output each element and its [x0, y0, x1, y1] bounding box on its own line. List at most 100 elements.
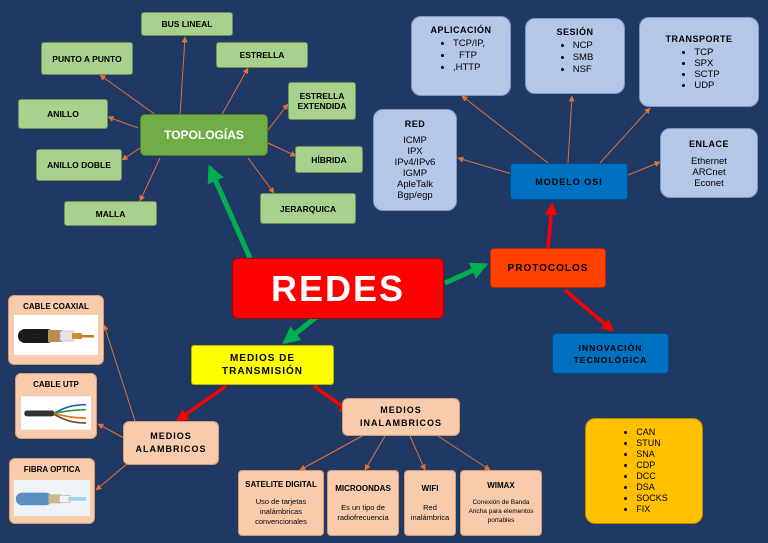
topologia-jerarquica: JERARQUICA — [260, 193, 356, 224]
list-item: FIX — [636, 504, 668, 515]
arrow-to-alambricos — [176, 384, 228, 422]
topologia-bus-lineal: BUS LINEAL — [141, 12, 233, 36]
osi-sesion: SESIÓN NCP SMB NSF — [525, 18, 625, 94]
list-item: IPX — [407, 146, 423, 157]
list-item: IPv4/IPv6 — [394, 157, 436, 168]
list-item: FTP — [453, 50, 485, 62]
link-cable-coaxial — [102, 324, 137, 425]
innovacion-list-box: CAN STUN SNA CDP DCC DSA SOCKS FIX — [585, 418, 703, 524]
list-item: ARCnet — [692, 167, 726, 178]
arrow-to-topologias — [207, 164, 253, 260]
topologia-label: ANILLO — [47, 109, 79, 119]
list-item: ICMP — [403, 135, 427, 146]
link-wifi — [409, 435, 426, 471]
list-item: Ethernet — [691, 156, 727, 167]
alambricos-title: MEDIOS ALAMBRICOS — [135, 431, 207, 454]
list-item: SOCKS — [636, 493, 668, 504]
list-item: NSF — [573, 64, 594, 76]
osi-aplicacion-title: APLICACIÓN — [430, 25, 492, 35]
link-anillo — [107, 116, 139, 129]
link-satelite — [299, 435, 363, 471]
topologia-label: BUS LINEAL — [161, 19, 213, 29]
satelite-digital-label: SATELITE DIGITAL — [245, 479, 317, 489]
link-sesion — [567, 95, 575, 164]
fibra-optica-label: FIBRA OPTICA — [23, 465, 81, 474]
cable-utp-label: CABLE UTP — [33, 380, 79, 389]
list-item: Bgp/egp — [397, 190, 433, 201]
wifi-label: WIFI — [421, 483, 439, 493]
innovacion-title: INNOVACIÓN TECNOLÓGICA — [573, 342, 648, 365]
modelo-osi-node: MODELO OSI — [510, 163, 628, 200]
osi-transporte: TRANSPORTE TCP SPX SCTP UDP — [639, 17, 759, 107]
topologia-label: MALLA — [95, 208, 126, 219]
osi-aplicacion: APLICACIÓN TCP/IP, FTP ,HTTP — [411, 16, 511, 96]
link-red — [457, 156, 513, 175]
wimax-box: WIMAX Conexión de Banda Ancha para eleme… — [460, 470, 542, 536]
modelo-osi-title: MODELO OSI — [535, 176, 603, 187]
medios-title: MEDIOS DE TRANSMISIÓN — [222, 353, 303, 377]
link-estrella — [219, 67, 249, 119]
osi-red-list: ICMP IPX IPv4/IPv6 IGMP ApleTalk Bgp/egp — [395, 135, 436, 201]
osi-transporte-title: TRANSPORTE — [665, 34, 733, 44]
osi-aplicacion-list: TCP/IP, FTP ,HTTP — [437, 38, 485, 74]
wifi-box: WIFI Red inalámbrica — [404, 470, 456, 536]
topologia-label: ANILLO DOBLE — [47, 160, 111, 170]
arrow-to-protocolos — [443, 262, 489, 286]
link-cable-utp — [97, 423, 125, 439]
link-enlace — [627, 161, 661, 176]
list-item: CDP — [636, 460, 668, 471]
topologia-estrella-extendida: ESTRELLA EXTENDIDA — [288, 82, 356, 120]
topologia-label: PUNTO A PUNTO — [52, 53, 122, 64]
osi-red: RED ICMP IPX IPv4/IPv6 IGMP ApleTalk Bgp… — [373, 109, 457, 211]
topologias-node: TOPOLOGÍAS — [140, 114, 268, 156]
list-item: TCP/IP, — [453, 38, 485, 50]
osi-sesion-list: NCP SMB NSF — [557, 40, 594, 76]
center-title: REDES — [270, 267, 406, 309]
list-item: ,HTTP — [453, 62, 485, 74]
center-node: REDES — [232, 258, 444, 319]
topologia-label: ESTRELLA EXTENDIDA — [297, 91, 347, 111]
list-item: SPX — [694, 58, 719, 69]
protocolos-node: PROTOCOLOS — [490, 248, 606, 288]
arrow-to-osi — [544, 202, 558, 249]
osi-red-title: RED — [404, 119, 426, 129]
osi-sesion-title: SESIÓN — [556, 27, 594, 37]
link-hibrida — [267, 142, 297, 157]
fibra-optica-box: FIBRA OPTICA — [9, 458, 95, 524]
satelite-digital-desc: Uso de tarjetas inalámbricas convenciona… — [255, 496, 307, 526]
link-aplicacion — [461, 95, 549, 164]
topologia-label: HÍBRIDA — [311, 154, 347, 165]
list-item: TCP — [694, 47, 719, 58]
coaxial-cable-icon — [14, 315, 98, 355]
topologia-anillo-doble: ANILLO DOBLE — [36, 149, 122, 181]
link-jerarquica — [247, 157, 275, 194]
osi-enlace: ENLACE Ethernet ARCnet Econet — [660, 128, 758, 198]
wimax-label: WIMAX — [487, 481, 515, 490]
link-malla — [139, 157, 161, 202]
list-item: Econet — [694, 178, 724, 189]
list-item: IGMP — [402, 168, 428, 179]
satelite-digital-box: SATELITE DIGITAL Uso de tarjetas inalámb… — [238, 470, 324, 536]
topologia-punto-a-punto: PUNTO A PUNTO — [41, 42, 133, 75]
link-estrella-extendida — [267, 103, 289, 131]
osi-enlace-title: ENLACE — [688, 139, 729, 149]
list-item: SCTP — [694, 69, 719, 80]
protocolos-title: PROTOCOLOS — [507, 262, 589, 274]
topologia-label: JERARQUICA — [279, 203, 337, 214]
topologia-label: ESTRELLA — [239, 50, 285, 60]
topologia-hibrida: HÍBRIDA — [295, 146, 363, 173]
innovacion-list: CAN STUN SNA CDP DCC DSA SOCKS FIX — [620, 427, 668, 515]
link-microondas — [364, 435, 386, 471]
list-item: STUN — [636, 438, 668, 449]
list-item: DCC — [636, 471, 668, 482]
list-item: SNA — [636, 449, 668, 460]
list-item: NCP — [573, 40, 594, 52]
cable-utp-box: CABLE UTP — [15, 373, 97, 439]
list-item: DSA — [636, 482, 668, 493]
link-anillo-doble — [121, 147, 141, 161]
inalambricos-title: MEDIOS INALAMBRICOS — [360, 405, 442, 428]
topologia-anillo: ANILLO — [18, 99, 108, 129]
utp-cable-icon — [21, 396, 91, 430]
link-punto-a-punto — [99, 74, 161, 119]
